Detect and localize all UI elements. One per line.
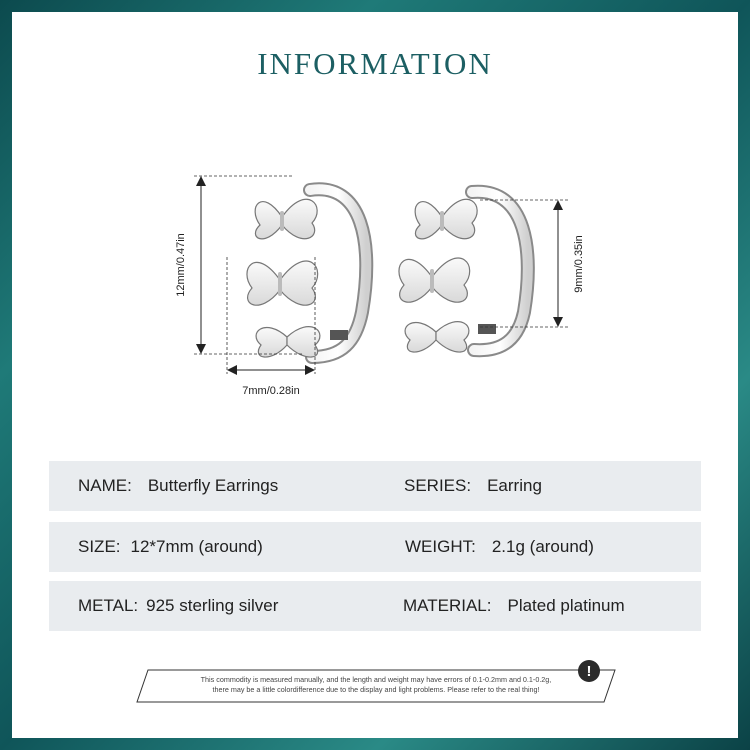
disclaimer-text: This commodity is measured manually, and… bbox=[146, 675, 606, 695]
width-dimension: 7mm/0.28in bbox=[226, 257, 316, 397]
width-label: 7mm/0.28in bbox=[242, 385, 299, 397]
butterfly-middle-left bbox=[246, 260, 319, 306]
metal-label: METAL: bbox=[78, 596, 139, 615]
height-label: 12mm/0.47in bbox=[175, 233, 187, 297]
size-label: SIZE: bbox=[78, 537, 121, 556]
spec-row-metal-material: METAL: 925 sterling silver MATERIAL: Pla… bbox=[49, 581, 701, 631]
series-value: Earring bbox=[487, 476, 542, 495]
disclaimer-line-1: This commodity is measured manually, and… bbox=[200, 675, 552, 684]
series-label: SERIES: bbox=[404, 476, 472, 495]
inner-label: 9mm/0.35in bbox=[573, 235, 585, 292]
name-label: NAME: bbox=[78, 476, 132, 495]
name-value: Butterfly Earrings bbox=[147, 476, 279, 495]
butterfly-top-right bbox=[414, 198, 478, 240]
name-field: NAME: Butterfly Earrings bbox=[78, 476, 278, 496]
series-field: SERIES: Earring bbox=[404, 476, 542, 496]
weight-value: 2.1g (around) bbox=[491, 537, 594, 556]
material-field: MATERIAL: Plated platinum bbox=[403, 596, 625, 616]
weight-label: WEIGHT: bbox=[405, 537, 476, 556]
butterfly-top-left bbox=[254, 198, 318, 240]
right-earring bbox=[398, 184, 535, 358]
material-value: Plated platinum bbox=[507, 596, 625, 615]
height-dimension: 12mm/0.47in bbox=[175, 175, 304, 355]
size-field: SIZE: 12*7mm (around) bbox=[78, 537, 263, 557]
material-label: MATERIAL: bbox=[403, 596, 492, 615]
content-panel: INFORMATION bbox=[12, 12, 738, 738]
metal-value: 925 sterling silver bbox=[146, 596, 279, 615]
earrings-illustration: 12mm/0.47in 7mm/0.28in 9mm/0.35in bbox=[175, 175, 585, 397]
page-title: INFORMATION bbox=[257, 46, 493, 81]
spec-row-size-weight: SIZE: 12*7mm (around) WEIGHT: 2.1g (arou… bbox=[49, 522, 701, 572]
exclamation-icon: ! bbox=[578, 660, 600, 682]
disclaimer-box: This commodity is measured manually, and… bbox=[136, 669, 616, 703]
disclaimer-line-2: there may be a little colordifference du… bbox=[212, 685, 540, 694]
metal-field: METAL: 925 sterling silver bbox=[78, 596, 278, 616]
butterfly-bottom-left bbox=[255, 326, 321, 358]
inner-dimension: 9mm/0.35in bbox=[480, 199, 585, 328]
weight-field: WEIGHT: 2.1g (around) bbox=[405, 537, 594, 557]
left-earring bbox=[246, 182, 374, 364]
spec-row-name-series: NAME: Butterfly Earrings SERIES: Earring bbox=[49, 461, 701, 511]
butterfly-bottom-right bbox=[404, 321, 470, 353]
disclaimer-border bbox=[136, 669, 616, 703]
butterfly-middle-right bbox=[398, 257, 471, 303]
size-value: 12*7mm (around) bbox=[130, 537, 263, 556]
